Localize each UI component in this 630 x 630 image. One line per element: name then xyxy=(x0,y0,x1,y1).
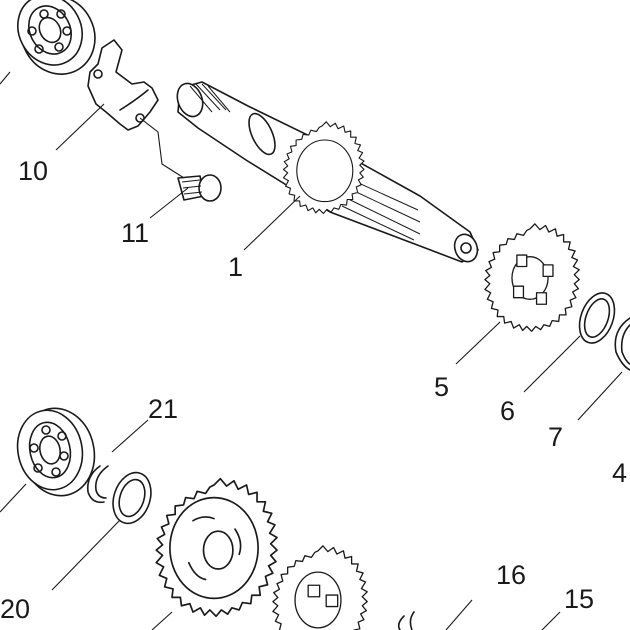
washer-20 xyxy=(112,471,152,525)
circlip-21 xyxy=(86,465,109,504)
leader-lines xyxy=(0,71,623,630)
bearing-bottom xyxy=(16,407,96,497)
callouts: 10 11 1 5 6 7 4 21 20 16 15 xyxy=(0,156,627,624)
stopper-plate xyxy=(87,39,159,131)
washer-6 xyxy=(578,292,616,344)
bearing-top xyxy=(17,0,96,75)
callout-5: 5 xyxy=(434,372,449,402)
callout-15: 15 xyxy=(564,584,594,614)
callout-4: 4 xyxy=(612,458,627,488)
callout-1: 1 xyxy=(228,252,243,282)
circlip-small xyxy=(397,611,415,630)
callout-21: 21 xyxy=(148,394,178,424)
circlip-7 xyxy=(614,317,630,371)
shaft-gear xyxy=(282,121,365,215)
screw xyxy=(177,174,222,202)
gear-16 xyxy=(272,545,368,630)
callout-11: 11 xyxy=(121,218,149,248)
callout-10: 10 xyxy=(18,156,48,186)
large-gear xyxy=(155,477,278,618)
callout-6: 6 xyxy=(500,396,515,426)
gear-5 xyxy=(484,223,580,332)
callout-7: 7 xyxy=(548,422,563,452)
callout-16: 16 xyxy=(496,560,526,590)
callout-20: 20 xyxy=(0,594,30,624)
